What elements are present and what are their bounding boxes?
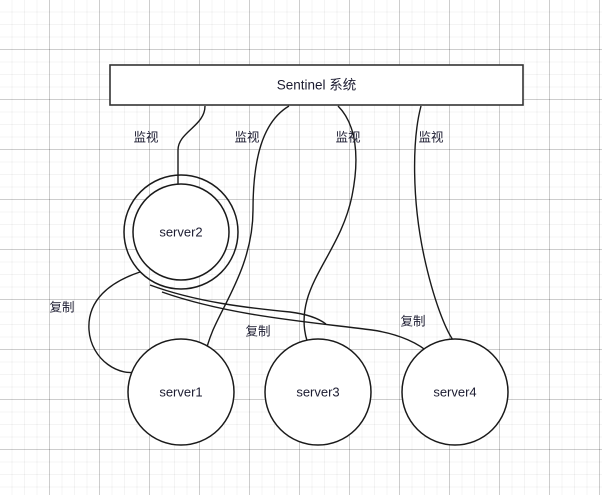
server2-outer-circle	[123, 174, 239, 290]
server1-circle	[127, 338, 235, 446]
edge-label-replicate-server3: 复制	[245, 324, 270, 338]
server3-circle	[264, 338, 372, 446]
edge-label-replicate-server4: 复制	[400, 314, 425, 328]
edge-label-group: 监视 监视 监视 监视 复制 复制 复制	[49, 129, 444, 338]
node-label-server3: server3	[296, 384, 339, 399]
node-server2[interactable]: server2	[123, 174, 239, 290]
edge-label-monitor-server1: 监视	[234, 129, 260, 144]
node-label-server1: server1	[159, 384, 202, 399]
edge-monitor-server3	[303, 105, 357, 353]
node-label-server2: server2	[159, 224, 202, 239]
edge-monitor-server2	[177, 105, 206, 184]
edge-monitor-server1	[204, 105, 290, 357]
edge-replicate-server4	[161, 291, 431, 355]
sentinel-system-box[interactable]: Sentinel 系统	[109, 64, 524, 106]
edge-replicate-server1	[88, 271, 141, 374]
edge-label-monitor-server2: 监视	[133, 129, 159, 144]
node-label-server4: server4	[433, 384, 476, 399]
server4-circle	[401, 338, 509, 446]
edge-label-replicate-server1: 复制	[49, 300, 74, 314]
edge-group	[88, 105, 454, 374]
edge-label-monitor-server3: 监视	[335, 129, 361, 144]
node-server3[interactable]: server3	[264, 338, 372, 446]
sentinel-box-label: Sentinel 系统	[277, 78, 357, 93]
edge-label-monitor-server4: 监视	[418, 129, 444, 144]
edge-monitor-server4	[413, 105, 454, 341]
edge-replicate-server3	[149, 284, 327, 325]
server2-inner-circle	[132, 183, 230, 281]
sentinel-box-rect	[109, 64, 524, 106]
node-server4[interactable]: server4	[401, 338, 509, 446]
node-server1[interactable]: server1	[127, 338, 235, 446]
